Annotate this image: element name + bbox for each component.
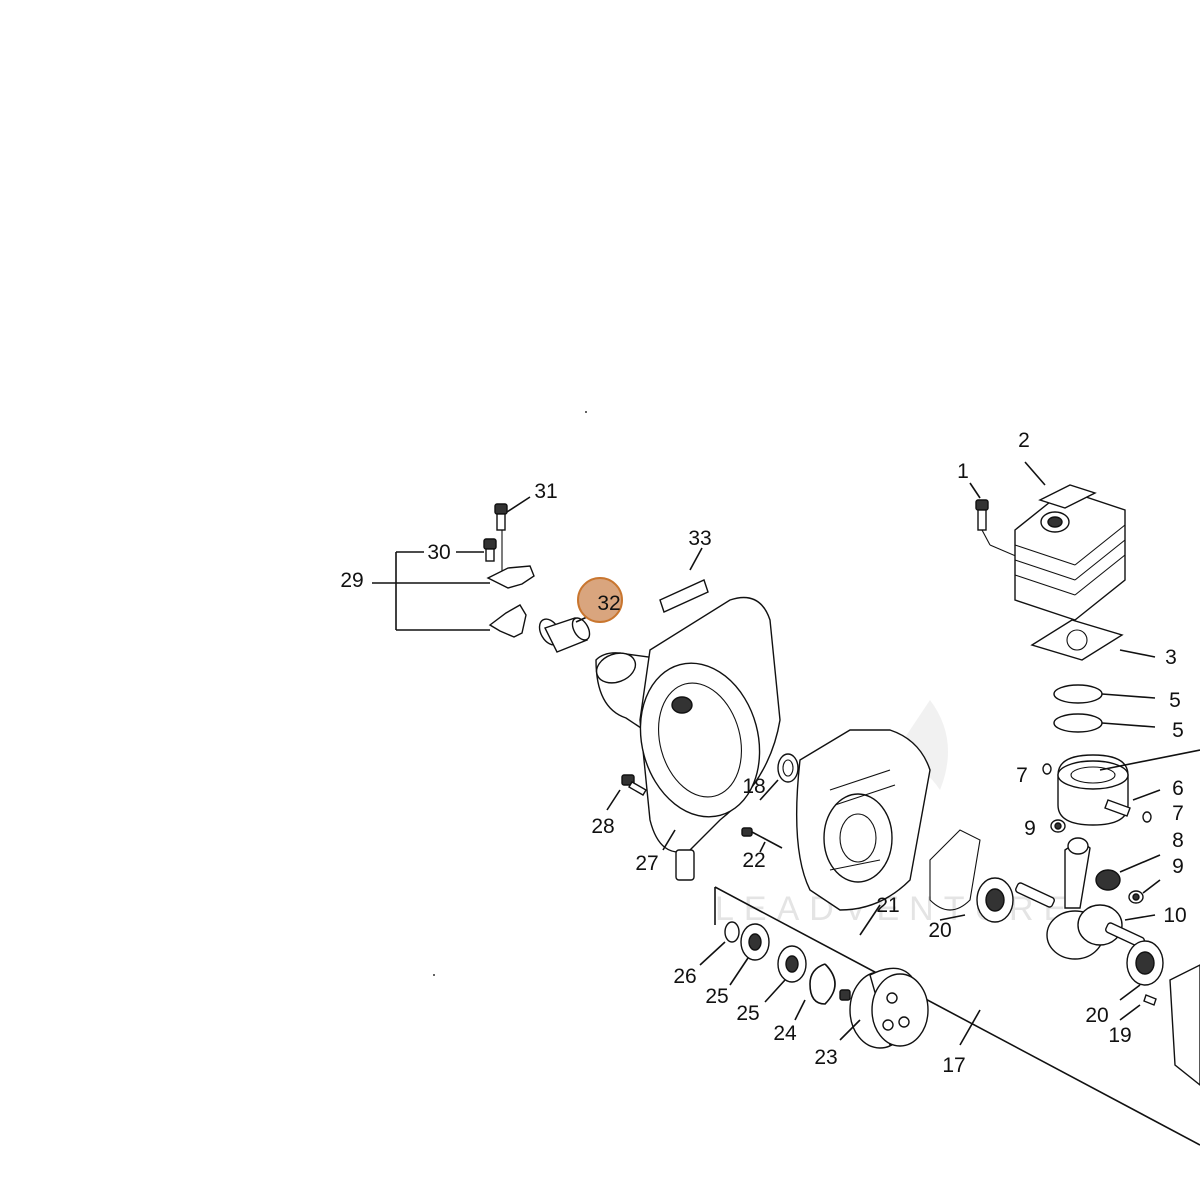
part-label-33: 33 — [688, 527, 711, 550]
highlight-circle[interactable] — [577, 577, 623, 623]
leader-line-17a — [714, 886, 1200, 1146]
piston-pin — [1042, 763, 1161, 823]
gasket-3 — [1030, 619, 1156, 661]
part-label-20b: 20 — [1085, 1004, 1108, 1027]
part-label-29: 29 — [340, 569, 363, 592]
part-label-18: 18 — [742, 775, 765, 798]
part-label-17: 17 — [942, 1054, 965, 1077]
part-label-31: 31 — [534, 480, 557, 503]
part-label-25a: 25 — [705, 985, 728, 1008]
part-label-6: 6 — [1172, 777, 1184, 800]
stray-dot — [433, 974, 435, 976]
highlight-marker[interactable]: 32 — [577, 577, 623, 623]
seal-26 — [699, 921, 740, 966]
bearing-25b — [764, 945, 807, 1003]
screw-28 — [606, 774, 647, 811]
part-label-10: 10 — [1163, 904, 1186, 927]
piston-rings-5 — [1053, 684, 1156, 733]
gasket-33 — [659, 547, 709, 613]
bracket-assembly — [372, 496, 535, 638]
part-label-7b: 7 — [1172, 802, 1184, 825]
part-label-9b: 9 — [1172, 855, 1184, 878]
part-label-2: 2 — [1018, 429, 1030, 452]
part-label-22: 22 — [742, 849, 765, 872]
part-label-9a: 9 — [1024, 817, 1036, 840]
crankshaft-10 — [1015, 837, 1156, 960]
washers-9 — [1050, 819, 1161, 904]
circlip-24 — [794, 963, 836, 1021]
part-label-3: 3 — [1165, 646, 1177, 669]
part-label-23: 23 — [814, 1046, 837, 1069]
part-label-7a: 7 — [1016, 764, 1028, 787]
leader-17 — [959, 1009, 981, 1046]
clutch-drum-23 — [839, 967, 929, 1049]
part-label-32[interactable]: 32 — [597, 592, 620, 615]
bearing-25a — [729, 923, 770, 986]
part-label-1: 1 — [957, 460, 969, 483]
bearing-20-upper — [939, 877, 1014, 923]
bearing-20-lower — [1119, 940, 1164, 1001]
leader-21 — [859, 904, 881, 936]
part-label-27: 27 — [635, 852, 658, 875]
part-label-8: 8 — [1172, 829, 1184, 852]
bushing-part — [538, 611, 599, 653]
part-label-25b: 25 — [736, 1002, 759, 1025]
screw-22 — [741, 827, 783, 853]
gasket-21 — [929, 829, 981, 911]
needle-bearing-8 — [1095, 854, 1161, 891]
part-label-5b: 5 — [1172, 719, 1184, 742]
stray-dot — [585, 411, 587, 413]
crankcase-21 — [795, 729, 931, 911]
cylinder-2 — [1014, 461, 1126, 621]
part-label-28: 28 — [591, 815, 614, 838]
part-label-26: 26 — [673, 965, 696, 988]
crankcase-right — [1169, 964, 1200, 1086]
fan-housing-27 — [595, 596, 781, 881]
part-label-30: 30 — [427, 541, 450, 564]
part-label-5a: 5 — [1169, 689, 1181, 712]
seal-18 — [759, 753, 799, 801]
pin-19 — [1119, 994, 1157, 1021]
part-label-24: 24 — [773, 1022, 797, 1045]
part-label-19: 19 — [1108, 1024, 1131, 1047]
part-label-21: 21 — [876, 894, 899, 917]
part-labels: 1 2 3 5 5 6 7 7 8 9 9 10 17 18 19 20 20 … — [340, 429, 1186, 1077]
part-label-20a: 20 — [928, 919, 951, 942]
